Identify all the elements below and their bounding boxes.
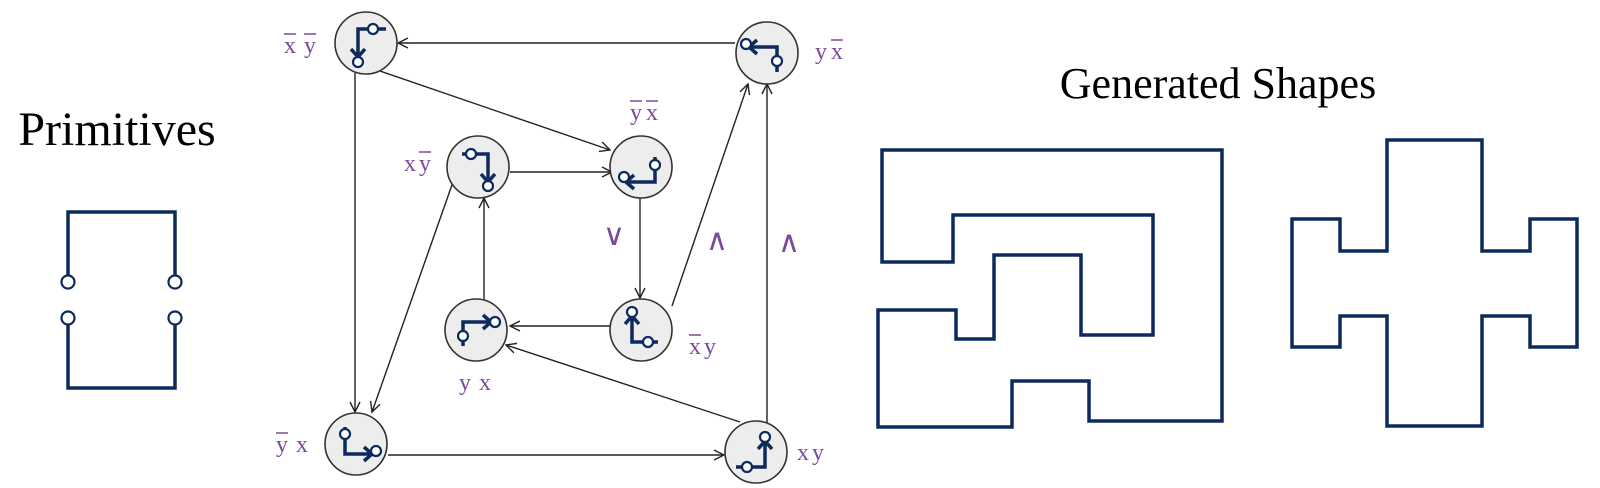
node-label-inner-top-right: y x	[630, 100, 658, 126]
label-bl-b: x	[296, 432, 308, 458]
edge-ibr-to-tr	[671, 84, 748, 307]
label-itr-a: y	[630, 100, 642, 126]
node-label-bottom-right: x y	[797, 440, 824, 466]
operator-and-outer: ∧	[778, 226, 800, 259]
generated-shape-cross	[1290, 138, 1579, 428]
label-itl-a: x	[404, 151, 416, 177]
label-itr-b: x	[646, 100, 658, 126]
graph-edges	[355, 43, 767, 455]
generated-shape-nested	[876, 148, 1224, 429]
node-inner-bottom-right	[609, 298, 673, 362]
label-ibl-b: x	[479, 370, 491, 396]
node-label-inner-bottom-right: x y	[689, 334, 716, 360]
label-ibr-a: x	[689, 334, 701, 360]
label-top-left-a: x	[284, 33, 296, 59]
node-bottom-left	[324, 412, 388, 476]
node-label-top-left: x y	[284, 33, 316, 59]
label-br-a: x	[797, 440, 809, 466]
edge-br-to-ibl	[506, 345, 741, 423]
node-inner-top-right	[609, 135, 673, 199]
edge-tl-to-itr	[379, 70, 610, 150]
node-top-left	[334, 11, 398, 75]
node-label-bottom-left: y x	[276, 432, 308, 458]
node-inner-top-left	[446, 135, 510, 199]
label-top-left-b: y	[304, 33, 316, 59]
label-top-right-a: y	[815, 39, 827, 65]
edge-itl-to-bl	[372, 181, 454, 412]
node-bottom-right	[724, 420, 788, 484]
operator-or: ∨	[603, 219, 625, 252]
node-top-right	[735, 21, 799, 85]
generated-shapes-title: Generated Shapes	[1060, 59, 1376, 108]
node-inner-bottom-left	[444, 298, 508, 362]
label-ibl-a: y	[459, 370, 471, 396]
node-label-top-right: y x	[815, 39, 843, 65]
primitive-shape	[60, 210, 183, 390]
label-top-right-b: x	[831, 39, 843, 65]
label-ibr-b: y	[704, 334, 716, 360]
label-br-b: y	[812, 440, 824, 466]
operator-and-inner: ∧	[706, 224, 728, 257]
node-label-inner-bottom-left: y x	[459, 370, 491, 396]
node-label-inner-top-left: x y	[404, 151, 431, 177]
label-bl-a: y	[276, 432, 288, 458]
label-itl-b: y	[419, 151, 431, 177]
primitives-title: Primitives	[18, 103, 215, 156]
